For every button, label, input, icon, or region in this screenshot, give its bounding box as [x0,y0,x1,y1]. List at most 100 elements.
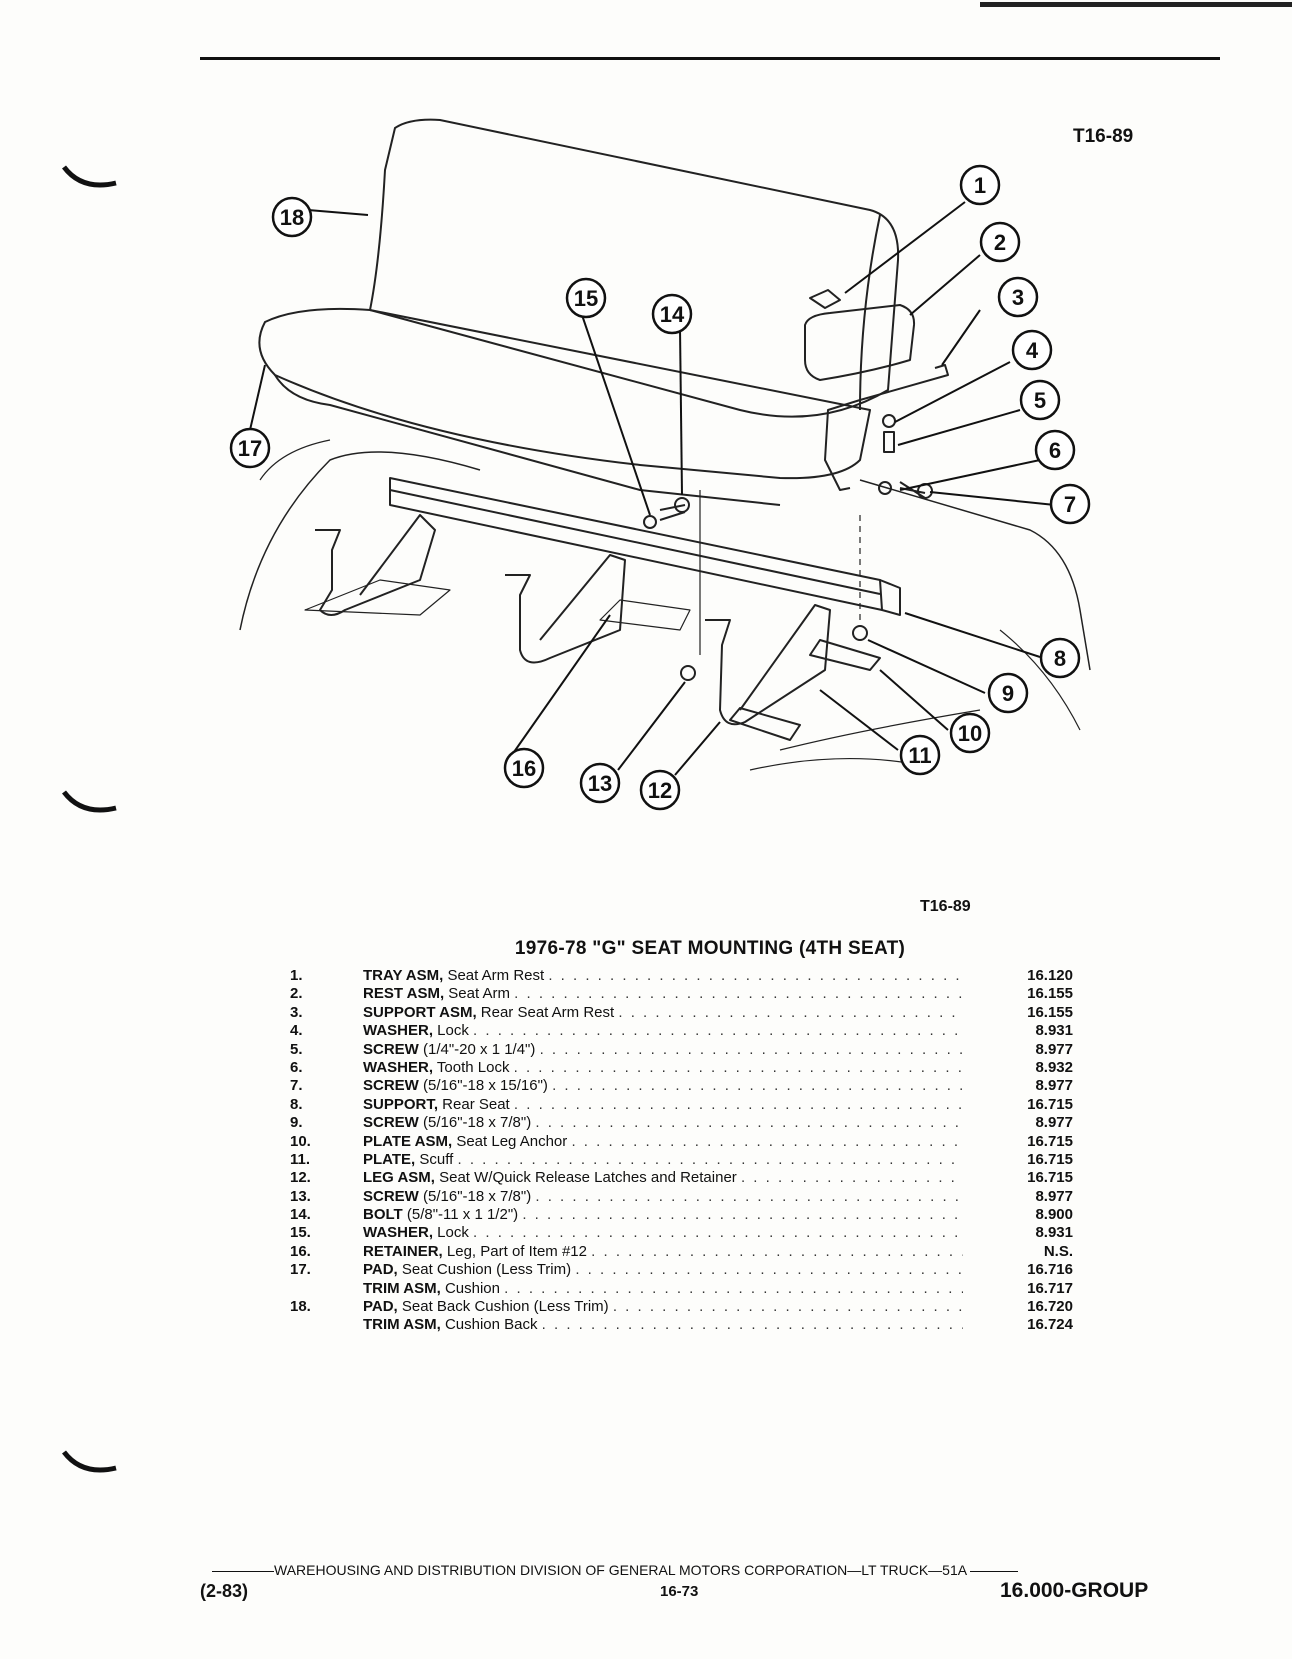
part-description: REST ASM, Seat Arm . . . . . . . . . . .… [363,985,963,1003]
part-number: 7. [290,1077,303,1095]
parts-list-row: 2.REST ASM, Seat Arm . . . . . . . . . .… [285,985,1085,1003]
parts-list-row: 13. SCREW (5/16"-18 x 7/8") . . . . . . .… [285,1188,1085,1206]
callout-3: 3 [997,276,1039,318]
part-detail: (5/16"-18 x 7/8") [418,1187,532,1205]
part-group-number: 16.715 [1027,1095,1073,1113]
part-number: 15. [290,1224,311,1242]
part-name: SCREW [363,1114,419,1132]
part-name: RETAINER, [363,1242,443,1260]
seat-illustration [239,118,1091,771]
leader-dots: . . . . . . . . . . . . . . . . . . . . … [473,1022,963,1040]
leader-dots: . . . . . . . . . . . . . . . . . . . . … [740,1169,963,1187]
part-group-number: 16.716 [1027,1261,1073,1279]
svg-text:10: 10 [958,721,982,746]
callout-circles: 1 2 3 4 5 6 7 8 9 10 11 12 13 14 15 16 1… [229,164,1091,811]
part-description: SCREW (1/4"-20 x 1 1/4") . . . . . . . .… [363,1041,963,1059]
part-detail: Seat Leg Anchor [452,1132,568,1150]
part-number: 17. [290,1261,311,1279]
parts-list-row: 15.WASHER, Lock . . . . . . . . . . . . … [285,1224,1085,1242]
svg-text:1: 1 [974,173,986,198]
part-detail: Seat Arm Rest [443,967,545,984]
part-detail: Seat W/Quick Release Latches and Retaine… [434,1169,737,1187]
rear-seat-support-rail [389,477,883,611]
part-detail: Lock [433,1022,469,1040]
callout-6: 6 [1034,429,1076,471]
leader-dots: . . . . . . . . . . . . . . . . . . . . … [541,1316,963,1334]
binder-hole-mark [62,790,117,813]
footer-date: (2-83) [200,1581,249,1601]
arm-rest [804,304,916,381]
parts-list-row: 7. SCREW (5/16"-18 x 15/16") . . . . . . … [285,1077,1085,1095]
callout-8: 8 [1039,637,1081,679]
part-detail: (1/4"-20 x 1 1/4") [418,1040,536,1058]
callout-12: 12 [639,769,681,811]
part-name: WASHER, [363,1022,434,1040]
part-name: WASHER, [363,1058,434,1076]
seat-cushion [258,307,871,480]
part-name: SUPPORT, [363,1095,439,1113]
callout-16: 16 [503,747,545,789]
part-name: TRIM ASM, [363,1279,441,1297]
part-number: 9. [290,1114,303,1132]
part-number: 11. [290,1150,311,1168]
footer-group: 16.000-GROUP [1000,1579,1149,1602]
part-number: 13. [290,1187,311,1205]
part-name: SCREW [363,1040,419,1058]
part-detail: Tooth Lock [433,1058,510,1076]
parts-list-row: 4.WASHER, Lock . . . . . . . . . . . . .… [285,1022,1085,1040]
svg-text:9: 9 [1002,681,1014,706]
parts-list-row: 9.SCREW (5/16"-18 x 7/8") . . . . . . . … [285,1114,1085,1132]
part-description: TRAY ASM, Seat Arm Rest . . . . . . . . … [363,967,963,985]
part-description: SCREW (5/16"-18 x 7/8") . . . . . . . . … [363,1188,963,1206]
callout-13: 13 [579,762,621,804]
callout-15: 15 [565,277,607,319]
leader-dots: . . . . . . . . . . . . . . . . . . . . … [535,1114,963,1132]
svg-text:15: 15 [574,286,598,311]
binder-hole-mark [62,165,117,188]
callout-5: 5 [1019,379,1061,421]
part-group-number: 8.900 [1035,1206,1073,1224]
parts-list-row: 3.SUPPORT ASM, Rear Seat Arm Rest . . . … [285,1004,1085,1022]
binder-hole-mark [62,1450,117,1473]
leader-dots: . . . . . . . . . . . . . . . . . . . . … [513,1058,963,1076]
callout-7: 7 [1049,483,1091,525]
callout-11: 11 [899,734,941,776]
figure-code-bottom: T16-89 [920,898,971,915]
part-detail: Seat Arm [444,985,510,1003]
part-description: SCREW (5/16"-18 x 15/16") . . . . . . . … [363,1077,963,1095]
leader-dots: . . . . . . . . . . . . . . . . . . . . … [473,1224,963,1242]
part-group-number: 8.977 [1035,1040,1073,1058]
svg-text:2: 2 [994,230,1006,255]
svg-text:5: 5 [1034,388,1046,413]
arm-rest-tray [809,289,841,309]
part-description: LEG ASM, Seat W/Quick Release Latches an… [363,1169,963,1187]
part-group-number: 16.724 [1027,1316,1073,1334]
part-group-number: 16.155 [1027,985,1073,1003]
part-name: PAD, [363,1298,398,1316]
parts-list-row: 11.PLATE, Scuff . . . . . . . . . . . . … [285,1151,1085,1169]
part-name: TRAY ASM, [363,967,444,984]
svg-text:6: 6 [1049,438,1061,463]
parts-list-row: 14.BOLT (5/8"-11 x 1 1/2") . . . . . . .… [285,1206,1085,1224]
part-description: PAD, Seat Cushion (Less Trim) . . . . . … [363,1261,963,1279]
parts-list-row: 5.SCREW (1/4"-20 x 1 1/4") . . . . . . .… [285,1041,1085,1059]
callout-18: 18 [271,196,313,238]
part-description: TRIM ASM, Cushion . . . . . . . . . . . … [363,1280,963,1298]
svg-text:13: 13 [588,771,612,796]
seat-leg-right [705,604,831,726]
part-group-number: 8.977 [1035,1077,1073,1095]
svg-text:16: 16 [512,756,536,781]
leader-dots: . . . . . . . . . . . . . . . . . . . . … [575,1261,963,1279]
part-name: WASHER, [363,1224,434,1242]
svg-text:11: 11 [908,743,931,768]
callout-17: 17 [229,427,271,469]
parts-list-title: 1976-78 "G" SEAT MOUNTING (4TH SEAT) [514,938,906,959]
part-number: 12. [290,1169,311,1187]
part-name: LEG ASM, [363,1169,435,1187]
svg-text:3: 3 [1012,285,1024,310]
part-group-number: 16.720 [1027,1298,1073,1316]
part-description: SUPPORT, Rear Seat . . . . . . . . . . .… [363,1096,963,1114]
part-detail: Cushion [440,1279,500,1297]
svg-text:12: 12 [648,778,672,803]
part-description: BOLT (5/8"-11 x 1 1/2") . . . . . . . . … [363,1206,963,1224]
